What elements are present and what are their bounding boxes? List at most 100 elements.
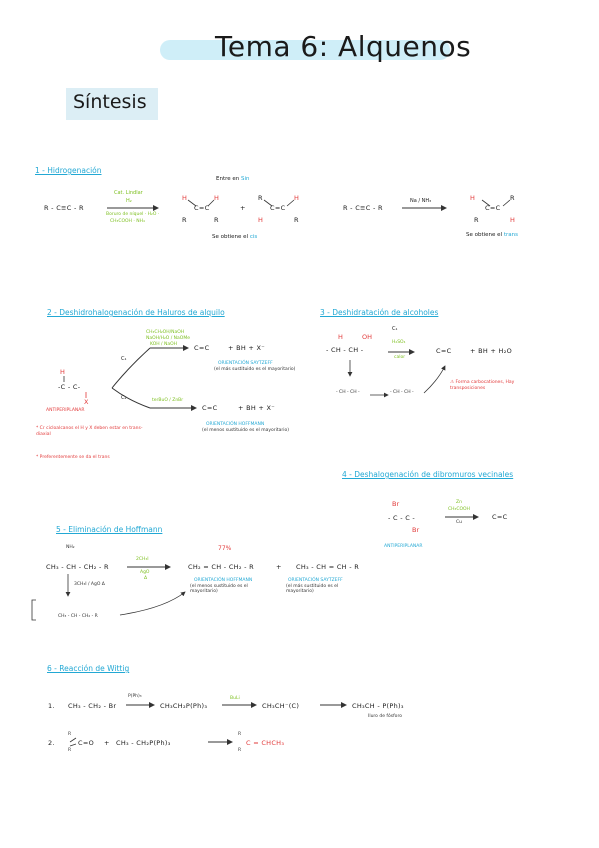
s5-product-2: CH₃ - CH = CH - R <box>296 563 360 571</box>
s2-orientation-bottom-desc: (el menos sustituido es el mayoritario) <box>202 428 289 433</box>
s4-substrate: - C - C - <box>388 514 416 522</box>
s1-result2-prefix: Se obtiene el <box>466 232 503 238</box>
s2-base-top-3: KOH / NaOH <box>150 342 178 347</box>
s6-row2-atom-r: R <box>68 748 72 753</box>
s5-yield: 77% <box>218 545 232 552</box>
s2-product-bottom-extra: + BH + X⁻ <box>238 404 276 412</box>
s2-product-top-extra: + BH + X⁻ <box>228 344 266 352</box>
s6-row2-number: 2. <box>48 739 55 747</box>
s6-row1-reagent: P(Ph)₃ <box>128 694 142 699</box>
s2-antiperiplanar: ANTIPERIPLANAR <box>46 408 85 413</box>
s6-row2-atom-r: R <box>68 732 72 737</box>
section-heading-dehydration: 3 - Deshidratación de alcoholes <box>320 308 439 317</box>
s4-reagent-top: Zn <box>456 500 462 505</box>
s2-base-top-1: CH₃CH₂OH/NaOH <box>146 330 185 335</box>
s1-reagent-2: Na / NH₃ <box>410 198 432 204</box>
s6-row1-base: BuLi <box>230 696 240 701</box>
s2-orientation-bottom: ORIENTACIÓN HOFFMANN <box>206 422 265 427</box>
s2-orientation-top: ORIENTACIÓN SAYTZEFF <box>218 361 273 366</box>
s1-product-b: C=C <box>270 204 286 212</box>
s1-plus: + <box>240 204 246 212</box>
s3-atom-oh: OH <box>362 333 373 341</box>
s1-reagent-h2: H₂ <box>126 198 132 204</box>
s3-reagent-bottom: calor <box>394 355 406 360</box>
s3-warning-text: Forma carbocationes, Hay transposiciones <box>450 380 515 391</box>
s5-amine-label: NH₂ <box>66 545 75 550</box>
s6-row1-product: CH₃CH - P(Ph)₃ <box>352 702 404 710</box>
s2-note-2: * Preferentemente se da el trans <box>36 455 110 460</box>
s1-note-highlight: Sin <box>241 176 250 182</box>
s2-product-bottom: C=C <box>202 404 218 412</box>
s3-intermediate: - CH - CH - <box>390 390 414 395</box>
s2-note-1: * Cr cicloalcanos el H y X deben estar e… <box>36 426 143 437</box>
s2-atom-x: X <box>84 398 89 406</box>
s1-product-a: C=C <box>194 204 210 212</box>
s6-row2-reactant-text: C=O <box>78 739 95 747</box>
s2-orientation-top-desc: (el más sustituido es el mayoritario) <box>214 367 296 372</box>
s1-atom-r: R <box>258 194 263 202</box>
s5-reagent-top: 2CH₃I <box>136 557 149 562</box>
s1-atom-r: R <box>294 216 299 224</box>
s2-carbon-label: C₂ <box>121 395 127 401</box>
warning-icon: ⚠ <box>450 380 455 385</box>
subtitle-highlight <box>66 88 158 120</box>
title-highlight <box>160 40 450 60</box>
s1-reagent-bottom-1: Boruro de níquel · H₂O · <box>106 212 160 217</box>
s5-plus: + <box>276 563 282 571</box>
s1-atom-r: R <box>182 216 187 224</box>
s1-atom-h: H <box>294 194 299 202</box>
s6-row2-reactant: C=O <box>78 739 94 747</box>
s5-reagent-bottom-2: Δ <box>144 576 148 581</box>
s3-atom-h: H <box>338 333 343 341</box>
s5-orientation-1: ORIENTACIÓN HOFFMANN <box>194 578 253 583</box>
s2-product-top: C=C <box>194 344 210 352</box>
s1-atom-h: H <box>470 194 475 202</box>
s1-reactant-2: R - C≡C - R <box>343 204 383 212</box>
s1-reagent-bottom-2: CH₃COOH · NH₄ <box>110 219 145 224</box>
s4-product: C=C <box>492 513 508 521</box>
s1-product-2: C=C <box>485 204 501 212</box>
s5-reagent-bottom-1: AgO <box>140 570 150 575</box>
s1-atom-r: R <box>214 216 219 224</box>
s2-carbon-label: C₁ <box>121 356 127 362</box>
s3-reagent-top: H₂SO₄ <box>392 340 406 345</box>
s4-reagent-bottom: Cu <box>456 520 462 525</box>
s6-row2-reagent: CH₃ - CH₂P(Ph)₃ <box>116 739 171 747</box>
s1-reactant: R - C≡C - R <box>44 204 84 212</box>
s3-warning: ⚠ Forma carbocationes, Hay transposicion… <box>450 380 542 392</box>
s2-substrate: -C - C- <box>58 383 81 391</box>
s6-row1-intermediate: CH₃CH₂P(Ph)₃ <box>160 702 208 710</box>
s3-product-extra: + BH + H₂O <box>470 347 513 355</box>
s1-reagent-top: Cat. Lindlar <box>114 190 143 196</box>
s1-atom-h: H <box>510 216 515 224</box>
s5-substrate: CH₃ - CH - CH₂ - R <box>46 563 109 571</box>
s2-base-top-2: NaOH/H₂O / NaOMe <box>146 336 190 341</box>
s2-base-bottom: terBuO / ZnBr <box>152 398 184 403</box>
s1-result-highlight: cis <box>249 234 258 240</box>
s2-atom-h: H <box>60 368 65 376</box>
s5-intermediate: CH₃ - CH - CH₂ - R <box>58 614 98 619</box>
s6-row1-number: 1. <box>48 702 55 710</box>
s1-atom-h: H <box>182 194 187 202</box>
s6-row2-plus: + <box>104 739 110 747</box>
s5-orientation-2: ORIENTACIÓN SAYTZEFF <box>288 578 343 583</box>
s5-orientation-2-desc: (el más sustituido es el mayoritario) <box>286 584 339 594</box>
page-title: Tema 6: Alquenos <box>215 30 472 63</box>
s4-antiperiplanar: ANTIPERIPLANAR <box>384 544 423 549</box>
s6-row1-reactant: CH₃ - CH₂ - Br <box>68 702 117 710</box>
s6-row2-product: C = CHCH₃ <box>246 739 285 747</box>
s1-note-prefix: Entre en <box>216 176 240 182</box>
s1-result-prefix: Se obtiene el <box>212 234 249 240</box>
s5-product-1: CH₂ = CH - CH₂ - R <box>188 563 254 571</box>
s6-row1-note: Iluro de fósforo <box>368 714 402 719</box>
s3-substrate: - CH - CH - <box>326 346 364 354</box>
s1-atom-r: R <box>510 194 515 202</box>
s6-row2-atom-r: R <box>238 748 242 753</box>
s6-row1-intermediate-2: CH₃CH⁻(C) <box>262 702 300 710</box>
s3-product: C=C <box>436 347 452 355</box>
section-heading-dehydrohalogenation: 2 - Deshidrohalogenación de Haluros de a… <box>47 308 225 317</box>
s1-result2-highlight: trans <box>503 232 518 238</box>
s4-atom-br: Br <box>392 500 400 508</box>
s1-atom-h: H <box>214 194 219 202</box>
